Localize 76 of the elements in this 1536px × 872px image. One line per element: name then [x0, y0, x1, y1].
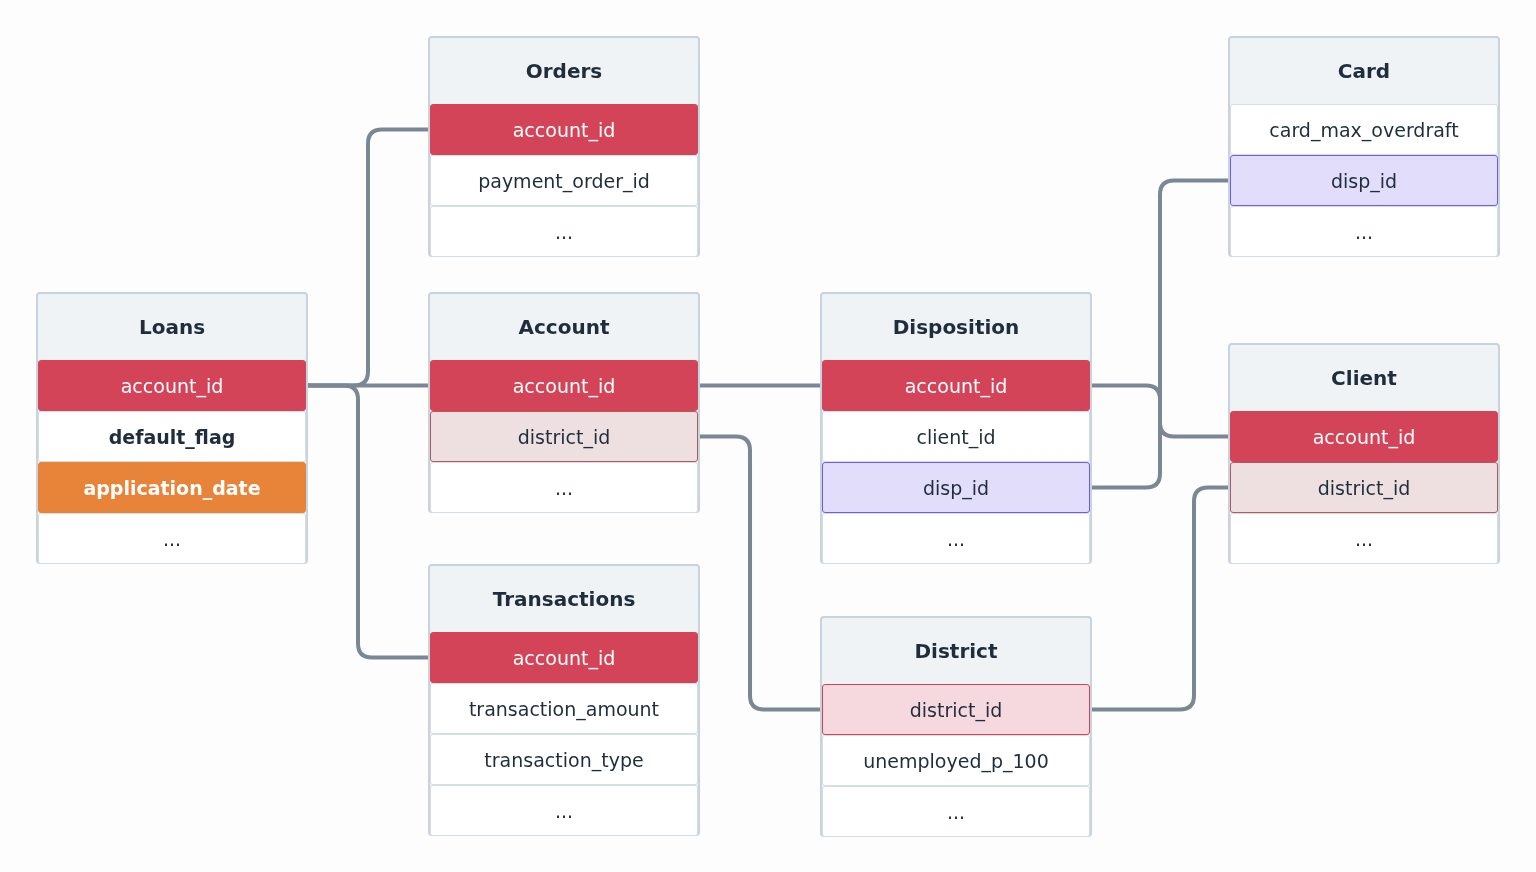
- table-row: [430, 360, 698, 411]
- field-name: district_id: [909, 698, 1003, 721]
- field-name: account_id: [512, 646, 616, 669]
- connector-line: [698, 383, 822, 388]
- field-name: ...: [1354, 527, 1374, 550]
- table-row: [822, 513, 1090, 564]
- field-name: district_id: [517, 425, 611, 448]
- table-title: Account: [518, 315, 610, 339]
- table-title: Loans: [138, 315, 206, 339]
- table-row: [822, 462, 1090, 513]
- field-name: disp_id: [1330, 169, 1398, 192]
- table-row: [430, 411, 698, 462]
- table-title: Orders: [525, 59, 603, 83]
- table-card: [36, 292, 308, 564]
- field-name: district_id: [1317, 476, 1411, 499]
- table-row: [1230, 155, 1498, 206]
- table-row: [430, 785, 698, 836]
- table-row: [430, 734, 698, 785]
- table-card: [820, 292, 1092, 564]
- field-name: account_id: [904, 374, 1008, 397]
- table-row: [822, 360, 1090, 411]
- table-row: [430, 462, 698, 513]
- table-title: District: [914, 639, 998, 663]
- field-name: unemployed_p_100: [863, 749, 1049, 772]
- table-card: [428, 564, 700, 836]
- table-card: [428, 36, 700, 257]
- table-row: [430, 104, 698, 155]
- field-name: ...: [946, 527, 966, 550]
- table-row: [430, 206, 698, 257]
- table-row: [38, 513, 306, 564]
- field-name: ...: [162, 527, 182, 550]
- table-card: [428, 292, 700, 513]
- table-row: [430, 683, 698, 734]
- field-name: ...: [554, 799, 574, 822]
- field-name: card_max_overdraft: [1269, 118, 1459, 141]
- table-title: Card: [1337, 59, 1391, 83]
- field-name: payment_order_id: [478, 169, 650, 192]
- connector-line: [1090, 383, 1230, 439]
- field-name: account_id: [512, 118, 616, 141]
- connector-line: [306, 383, 430, 660]
- table-row: [1230, 411, 1498, 462]
- table-row: [822, 411, 1090, 462]
- table-row: [38, 360, 306, 411]
- table-card: [820, 616, 1092, 837]
- field-name: ...: [554, 220, 574, 243]
- table-title: Transactions: [492, 587, 636, 611]
- table-row: [822, 684, 1090, 735]
- field-name: ...: [554, 476, 574, 499]
- field-name: client_id: [916, 425, 996, 448]
- table-title: Disposition: [892, 315, 1020, 339]
- field-name: transaction_type: [484, 748, 644, 771]
- field-name: ...: [946, 800, 966, 823]
- table-title: Client: [1331, 366, 1397, 390]
- connector-line: [1090, 178, 1230, 490]
- table-row: [1230, 513, 1498, 564]
- field-name: transaction_amount: [468, 697, 660, 720]
- table-row: [1230, 104, 1498, 155]
- table-row: [1230, 462, 1498, 513]
- field-name: default_flag: [108, 425, 236, 448]
- field-name: ...: [1354, 220, 1374, 243]
- field-name: disp_id: [922, 476, 990, 499]
- field-name: account_id: [120, 374, 224, 397]
- table-row: [38, 462, 306, 513]
- field-name: account_id: [512, 374, 616, 397]
- table-row: [822, 786, 1090, 837]
- table-card: [1228, 36, 1500, 257]
- table-row: [38, 411, 306, 462]
- table-row: [822, 735, 1090, 786]
- field-name: application_date: [83, 476, 261, 499]
- table-card: [1228, 343, 1500, 564]
- connector-line: [698, 434, 822, 712]
- table-row: [430, 155, 698, 206]
- table-row: [430, 632, 698, 683]
- connector-line: [1090, 485, 1230, 712]
- table-row: [1230, 206, 1498, 257]
- field-name: account_id: [1312, 425, 1416, 448]
